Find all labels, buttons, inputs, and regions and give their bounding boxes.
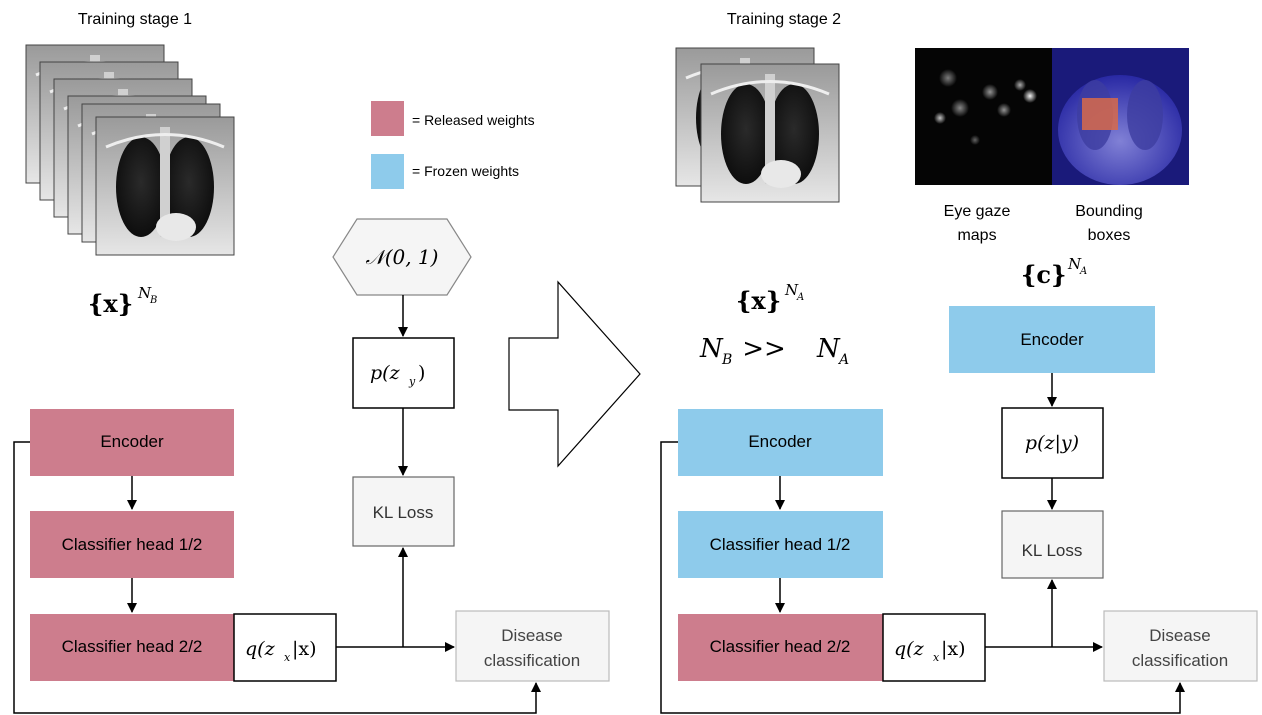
svg-text:A: A bbox=[1079, 266, 1087, 277]
bbox-caption-line1: Bounding bbox=[1075, 203, 1143, 220]
classifier-head1-box-stage2 bbox=[678, 511, 883, 578]
prior-distribution-hexagon bbox=[332, 218, 472, 296]
svg-text:p(z: p(z bbox=[370, 362, 401, 384]
svg-text:A: A bbox=[796, 292, 804, 303]
conditional-prior-box bbox=[1001, 407, 1104, 479]
xray-stack-stage2 bbox=[674, 46, 841, 204]
svg-text:B: B bbox=[721, 352, 732, 368]
dataset-size-relation: N B >> N A bbox=[699, 334, 849, 368]
disease-classification-line2-stage2: classification bbox=[1132, 651, 1228, 670]
disease-classification-line2-stage1: classification bbox=[484, 651, 580, 670]
encoder-box-stage2 bbox=[678, 409, 883, 476]
kl-loss-label-stage2: KL Loss bbox=[1022, 541, 1083, 560]
svg-text:x: x bbox=[284, 651, 291, 664]
encoder-box-stage1 bbox=[30, 409, 234, 476]
svg-text:A: A bbox=[837, 352, 849, 368]
conditional-prior-label: p(z|y) bbox=[1025, 432, 1079, 454]
prior-box-stage1 bbox=[352, 337, 455, 409]
disease-classification-line1-stage1: Disease bbox=[501, 626, 562, 645]
legend-released-swatch bbox=[371, 101, 404, 136]
posterior-label-stage2: q(z x |x) bbox=[894, 638, 966, 664]
eye-gaze-caption-line1: Eye gaze bbox=[944, 203, 1011, 220]
svg-text:N: N bbox=[137, 284, 152, 302]
svg-text:N: N bbox=[1067, 255, 1082, 273]
classifier-head2-box-stage2 bbox=[678, 614, 883, 681]
svg-text:): ) bbox=[418, 362, 425, 384]
arrows-stage1 bbox=[13, 295, 541, 714]
stage-transition-arrow bbox=[508, 280, 641, 468]
posterior-label-stage1: q(z x |x) bbox=[245, 638, 317, 664]
svg-text:{c}: {c} bbox=[1021, 260, 1066, 289]
classifier-head2-box-stage1 bbox=[30, 614, 234, 681]
bounding-box-image bbox=[1052, 48, 1189, 185]
legend-released-label: = Released weights bbox=[412, 112, 535, 128]
legend-frozen-label: = Frozen weights bbox=[412, 163, 519, 179]
svg-text:{x}: {x} bbox=[88, 289, 133, 318]
encoder-label-stage2: Encoder bbox=[748, 432, 812, 451]
encoder-label-stage1: Encoder bbox=[100, 432, 164, 451]
classifier-head2-label-stage1: Classifier head 2/2 bbox=[62, 637, 203, 656]
eye-gaze-caption-line2: maps bbox=[957, 227, 996, 244]
condition-label: {c} N A bbox=[1021, 255, 1087, 289]
svg-text:y: y bbox=[408, 375, 416, 388]
posterior-box-stage1 bbox=[233, 613, 337, 682]
kl-loss-label-stage1: KL Loss bbox=[373, 503, 434, 522]
svg-text:B: B bbox=[149, 295, 157, 306]
svg-text:N: N bbox=[816, 334, 841, 364]
arrows-stage2 bbox=[660, 373, 1185, 714]
classifier-head2-label-stage2: Classifier head 2/2 bbox=[710, 637, 851, 656]
xray-stack-stage1 bbox=[24, 43, 236, 257]
stage1-title: Training stage 1 bbox=[78, 11, 192, 28]
stage2-title: Training stage 2 bbox=[727, 11, 841, 28]
dataset-label-stage2: {x} N A bbox=[736, 281, 804, 315]
svg-text:N: N bbox=[784, 281, 799, 299]
svg-text:x: x bbox=[933, 651, 940, 664]
classifier-head1-label-stage1: Classifier head 1/2 bbox=[62, 535, 203, 554]
disease-classification-line1-stage2: Disease bbox=[1149, 626, 1210, 645]
disease-classification-box-stage2 bbox=[1103, 610, 1258, 682]
svg-text:>>: >> bbox=[734, 334, 794, 364]
classifier-head1-box-stage1 bbox=[30, 511, 234, 578]
svg-text:q(z: q(z bbox=[894, 638, 925, 660]
prior-label-stage1: p(z y ) bbox=[370, 362, 425, 388]
legend-frozen-swatch bbox=[371, 154, 404, 189]
svg-text:|x): |x) bbox=[941, 638, 966, 660]
svg-text:q(z: q(z bbox=[245, 638, 276, 660]
classifier-head1-label-stage2: Classifier head 1/2 bbox=[710, 535, 851, 554]
kl-loss-box-stage1 bbox=[352, 476, 455, 547]
eye-gaze-map-image bbox=[915, 48, 1052, 185]
svg-text:|x): |x) bbox=[292, 638, 317, 660]
kl-loss-box-stage2 bbox=[1001, 510, 1104, 579]
svg-text:N: N bbox=[699, 334, 724, 364]
condition-encoder-label: Encoder bbox=[1020, 330, 1084, 349]
svg-text:{x}: {x} bbox=[736, 286, 781, 315]
prior-distribution-label: 𝒩(0, 1) bbox=[366, 245, 439, 269]
dataset-label-stage1: {x} N B bbox=[88, 284, 157, 318]
bbox-caption-line2: boxes bbox=[1088, 227, 1131, 244]
condition-encoder-box bbox=[949, 306, 1155, 373]
disease-classification-box-stage1 bbox=[455, 610, 610, 682]
